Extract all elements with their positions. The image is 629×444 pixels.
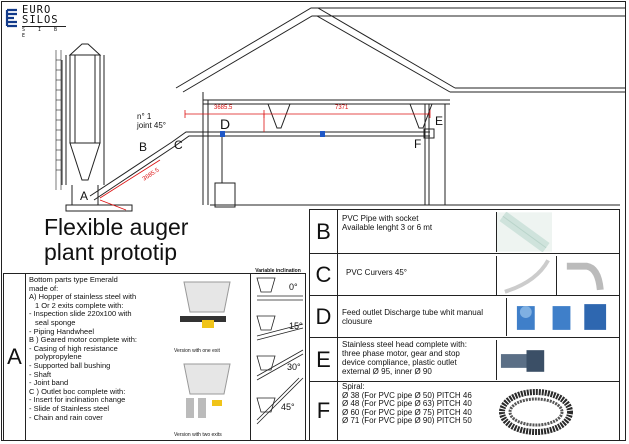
part-row-f: F Spiral: Ø 38 (For PVC pipe Ø 50) PITCH… — [310, 382, 619, 440]
part-desc-c: PVC Curvers 45° — [346, 268, 407, 277]
angle-30: 30° — [287, 362, 301, 372]
part-a-line: - Supported ball bushing — [29, 360, 111, 370]
title-line1: Flexible auger — [44, 214, 189, 240]
hopper-photos: Version with one exit Version with two e… — [168, 274, 250, 440]
part-e-line: external Ø 95, inner Ø 90 — [342, 367, 432, 376]
part-a-line: - Shaft — [29, 369, 52, 379]
stand — [214, 137, 236, 208]
inclination-title: Variable inclination — [255, 268, 301, 274]
pvc-pipe-photo — [496, 212, 552, 252]
part-e-line: Stainless steel head complete with: — [342, 340, 467, 349]
part-a-line: made of: — [29, 283, 59, 293]
dimension-1: 3685.5 — [214, 105, 233, 111]
part-a-line: - Casing of high resistance — [29, 343, 118, 353]
part-a-line: seal sponge — [35, 317, 76, 327]
logo-text-line1: EURO — [22, 4, 52, 16]
part-a-line: polypropylene — [35, 352, 82, 362]
caption-two-exits: Version with two exits — [174, 432, 222, 438]
part-desc-d: Feed outlet Discharge tube whit manual c… — [342, 308, 483, 326]
label-e: E — [435, 114, 444, 128]
hopper-one-exit-photo — [180, 281, 231, 328]
part-a-line: 1 Or 2 exits complete with: — [35, 300, 124, 310]
part-letter-c: C — [310, 254, 338, 295]
head-e — [423, 128, 435, 139]
part-a-line: A) Hopper of stainless steel with — [29, 292, 137, 302]
part-letter-f: F — [310, 382, 338, 440]
logo-text-line3: S I B E — [22, 27, 63, 39]
pvc-curve-photo-2 — [556, 256, 604, 296]
discharge-tube-photo — [506, 298, 607, 336]
parts-table-right: B PVC Pipe with socket Available lenght … — [309, 209, 620, 441]
part-b-line: PVC Pipe with socket — [342, 214, 419, 223]
part-row-e: E Stainless steel head complete with: th… — [310, 338, 619, 382]
silo — [61, 43, 133, 212]
variable-inclination: Variable inclination 0° 15° 30° 45° — [250, 268, 305, 440]
feed-hoppers — [267, 103, 433, 129]
part-desc-f: Spiral: Ø 38 (For PVC pipe Ø 50) PITCH 4… — [342, 382, 472, 426]
part-a-line: B ) Geared motor complete with: — [29, 335, 137, 345]
outlet-marker-d — [220, 131, 225, 137]
part-b-line: Available lenght 3 or 6 mt — [342, 223, 433, 232]
part-d-line: Feed outlet Discharge tube whit manual — [342, 308, 483, 317]
part-desc-b: PVC Pipe with socket Available lenght 3 … — [342, 214, 432, 232]
dimension-2: 7371 — [335, 105, 349, 111]
logo-mark-icon — [5, 8, 17, 28]
inclination-diagram — [256, 277, 304, 425]
head-photo — [496, 340, 545, 380]
joint-note-line1: n° 1 — [137, 112, 152, 121]
silo-ladder — [55, 50, 62, 190]
part-letter-d: D — [310, 296, 338, 337]
angle-15: 15° — [289, 321, 303, 331]
part-d-line: clousure — [342, 317, 373, 326]
label-b: B — [139, 140, 148, 154]
part-e-line: device compliance, plastic outlet — [342, 358, 457, 367]
part-c-line: PVC Curvers 45° — [346, 268, 407, 277]
part-desc-a: Bottom parts type Emerald made of: A) Ho… — [29, 275, 174, 422]
angle-45: 45° — [281, 402, 295, 412]
part-f-line: Ø 48 (For PVC pipe Ø 63) PITCH 40 — [342, 399, 472, 409]
parts-table-left: A Bottom parts type Emerald made of: A) … — [3, 268, 306, 441]
part-a-line: - Joint band — [29, 378, 69, 388]
logo-text-line2: SILOS — [22, 14, 59, 26]
part-a-line: Bottom parts type Emerald — [29, 275, 118, 284]
joint-note: n° 1 joint 45° — [137, 112, 166, 130]
part-e-line: three phase motor, gear and stop — [342, 349, 460, 358]
part-a-line: - Chain and rain cover — [29, 412, 103, 422]
spiral-photo — [499, 389, 573, 435]
part-a-line: - Piping Handwheel — [29, 326, 95, 336]
logo-rule — [22, 26, 66, 27]
angle-0: 0° — [289, 282, 298, 292]
pvc-curve-photo — [496, 256, 550, 296]
title-line2: plant prototip — [44, 239, 177, 265]
part-row-b: B PVC Pipe with socket Available lenght … — [310, 210, 619, 254]
dimension-lines — [99, 110, 431, 211]
part-letter-e: E — [310, 338, 338, 381]
part-f-line: Spiral: — [342, 382, 365, 391]
part-a-line: - Insert for inclination change — [29, 395, 126, 405]
part-letter-a: A — [4, 274, 26, 440]
caption-one-exit: Version with one exit — [174, 348, 220, 354]
label-d: D — [220, 116, 231, 132]
part-f-line: Ø 71 (For PVC pipe Ø 90) PITCH 50 — [342, 416, 472, 426]
page-title: Flexible auger plant prototip — [44, 215, 188, 265]
part-f-line: Ø 38 (For PVC pipe Ø 50) PITCH 46 — [342, 390, 472, 400]
part-row-c: C PVC Curvers 45° — [310, 254, 619, 296]
joint-note-line2: joint 45° — [137, 121, 166, 130]
outlet-marker-mid — [320, 131, 325, 137]
part-f-line: Ø 60 (For PVC pipe Ø 75) PITCH 40 — [342, 407, 472, 417]
part-a-line: - Slide of Stainless steel — [29, 403, 110, 413]
label-c: C — [174, 138, 183, 152]
part-row-d: D Feed outlet Discharge tube whit manual… — [310, 296, 619, 338]
building-outline — [175, 7, 626, 206]
auger-pipe — [89, 131, 430, 201]
part-a-line: - Inspection slide 220x100 with — [29, 309, 132, 319]
part-letter-b: B — [310, 210, 338, 253]
part-desc-e: Stainless steel head complete with: thre… — [342, 340, 467, 376]
label-a: A — [80, 189, 89, 203]
label-f: F — [414, 137, 422, 151]
plant-drawing — [55, 7, 626, 212]
eurosilos-logo: EURO SILOS S I B E — [5, 4, 71, 39]
hopper-two-exits-photo — [183, 363, 231, 418]
part-a-line: C ) Outlet boc complete with: — [29, 386, 126, 396]
